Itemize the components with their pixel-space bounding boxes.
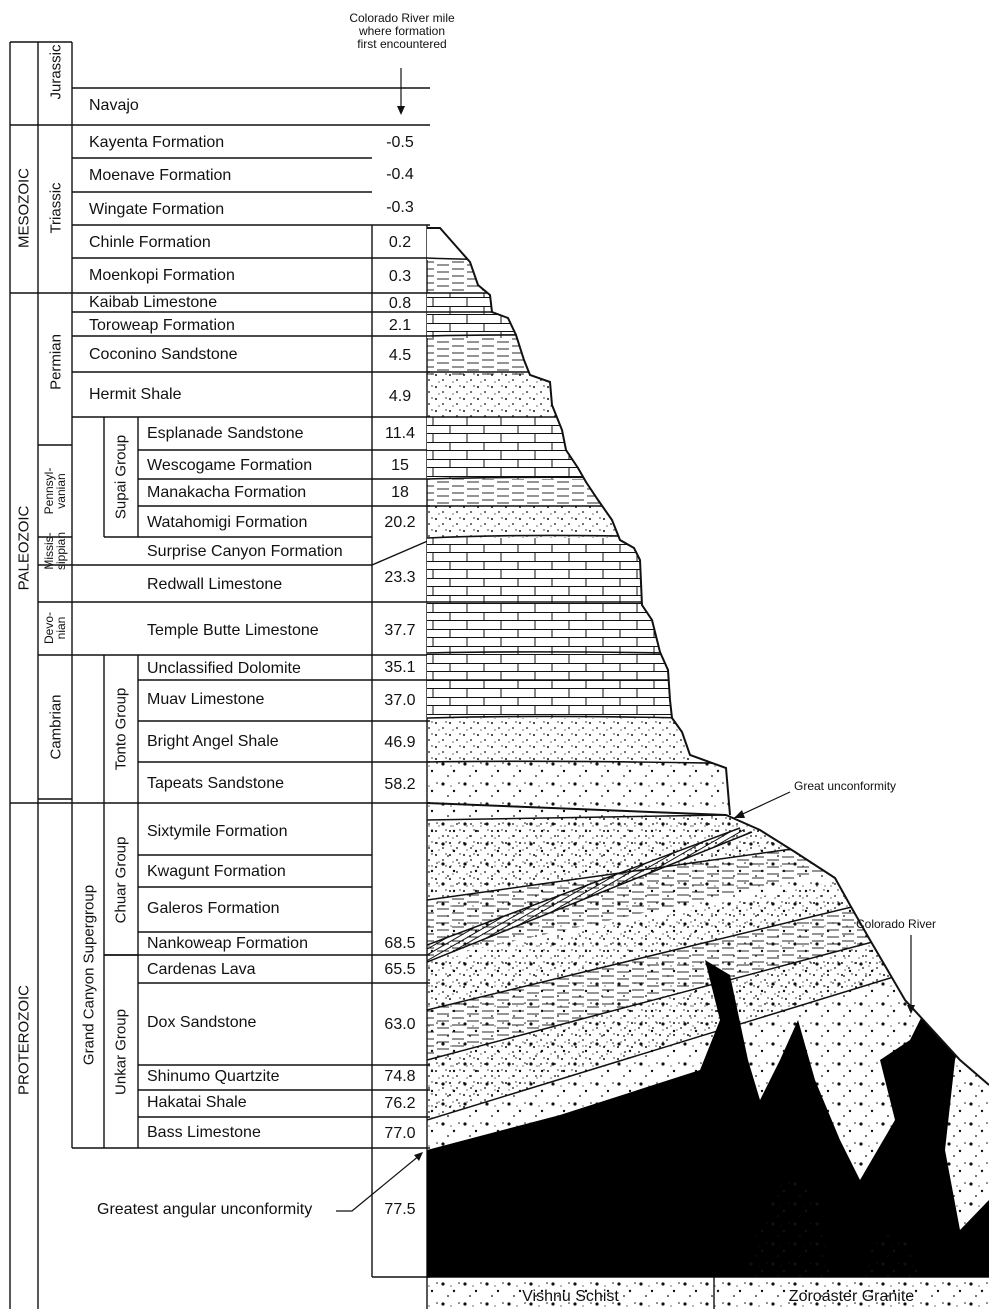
greatest-unconformity-label: Greatest angular unconformity	[97, 1202, 312, 1218]
formation-name: Bright Angel Shale	[147, 734, 279, 750]
river-mile: -0.3	[372, 200, 428, 216]
formation-name: Wingate Formation	[89, 202, 224, 218]
group-supai: Supai Group	[114, 435, 129, 519]
formation-name: Watahomigi Formation	[147, 515, 307, 531]
river-mile: 77.0	[372, 1126, 428, 1142]
era-mesozoic: MESOZOIC	[17, 168, 32, 248]
period-cambrian: Cambrian	[49, 694, 64, 759]
formation-name: Tapeats Sandstone	[147, 776, 284, 792]
river-mile: 35.1	[372, 660, 428, 676]
formation-name: Manakacha Formation	[147, 485, 306, 501]
river-mile: 76.2	[372, 1096, 428, 1112]
formation-name: Sixtymile Formation	[147, 824, 287, 840]
formation-name: Surprise Canyon Formation	[147, 544, 343, 560]
river-mile: 37.0	[372, 693, 428, 709]
formation-name: Unclassified Dolomite	[147, 661, 301, 677]
formation-name: Toroweap Formation	[89, 318, 235, 334]
formation-name: Dox Sandstone	[147, 1015, 256, 1031]
header-line-3: first encountered	[320, 38, 484, 51]
group-unkar: Unkar Group	[114, 1009, 129, 1095]
river-mile: 0.2	[372, 235, 428, 251]
formation-name: Wescogame Formation	[147, 458, 312, 474]
formation-name: Chinle Formation	[89, 235, 211, 251]
river-mile: 0.8	[372, 296, 428, 312]
group-chuar: Chuar Group	[114, 837, 129, 924]
river-mile: 11.4	[372, 426, 428, 442]
period-devonian: Devo-nian	[43, 612, 67, 644]
formation-name: Muav Limestone	[147, 692, 264, 708]
colorado-river-label: Colorado River	[856, 918, 936, 931]
formation-name: Shinumo Quartzite	[147, 1069, 280, 1085]
period-jurassic: Jurassic	[49, 44, 64, 99]
river-mile: 15	[372, 458, 428, 474]
formation-name: Galeros Formation	[147, 901, 280, 917]
river-mile: 65.5	[372, 962, 428, 978]
formation-name: Hakatai Shale	[147, 1095, 247, 1111]
formation-name: Coconino Sandstone	[89, 347, 238, 363]
vishnu-schist-label: Vishnu Schist	[427, 1289, 714, 1305]
formation-name: Navajo	[89, 98, 139, 114]
river-mile: 4.9	[372, 389, 428, 405]
supergroup-and-basement	[427, 800, 989, 1309]
river-mile: 58.2	[372, 777, 428, 793]
formation-name: Bass Limestone	[147, 1125, 261, 1141]
river-mile: 68.5	[372, 936, 428, 952]
formation-name: Redwall Limestone	[147, 577, 282, 593]
formation-name: Kwagunt Formation	[147, 864, 286, 880]
river-mile: 2.1	[372, 318, 428, 334]
river-mile: -0.4	[372, 167, 428, 183]
zoroaster-granite-label: Zoroaster Granite	[714, 1289, 989, 1305]
era-paleozoic: PALEOZOIC	[17, 506, 32, 591]
era-proterozoic: PROTEROZOIC	[17, 985, 32, 1095]
river-mile: 23.3	[372, 570, 428, 586]
formation-name: Kayenta Formation	[89, 135, 224, 151]
river-mile: -0.5	[372, 135, 428, 151]
greatest-unconformity-mile: 77.5	[372, 1202, 428, 1218]
formation-name: Temple Butte Limestone	[147, 623, 319, 639]
formation-name: Cardenas Lava	[147, 962, 256, 978]
river-mile: 4.5	[372, 348, 428, 364]
group-tonto: Tonto Group	[114, 688, 129, 771]
period-pennsylvanian: Pennsyl-vanian	[43, 468, 67, 515]
river-mile: 63.0	[372, 1017, 428, 1033]
group-grand-canyon-supergroup: Grand Canyon Supergroup	[82, 885, 97, 1065]
great-unconformity-label: Great unconformity	[794, 780, 896, 793]
river-mile: 0.3	[372, 269, 428, 285]
paleozoic-cliff	[427, 225, 760, 807]
river-mile: 37.7	[372, 623, 428, 639]
river-mile-header: Colorado River mile where formation firs…	[320, 12, 484, 51]
formation-name: Moenave Formation	[89, 168, 231, 184]
formation-name: Nankoweap Formation	[147, 936, 308, 952]
river-mile: 74.8	[372, 1069, 428, 1085]
river-mile: 20.2	[372, 515, 428, 531]
river-mile: 18	[372, 485, 428, 501]
period-permian: Permian	[49, 334, 64, 390]
formation-name: Moenkopi Formation	[89, 268, 235, 284]
period-triassic: Triassic	[49, 182, 64, 233]
formation-name: Esplanade Sandstone	[147, 426, 304, 442]
formation-name: Kaibab Limestone	[89, 295, 217, 311]
formation-name: Hermit Shale	[89, 387, 181, 403]
period-mississippian: Missis-sippian	[43, 532, 67, 570]
river-mile: 46.9	[372, 735, 428, 751]
